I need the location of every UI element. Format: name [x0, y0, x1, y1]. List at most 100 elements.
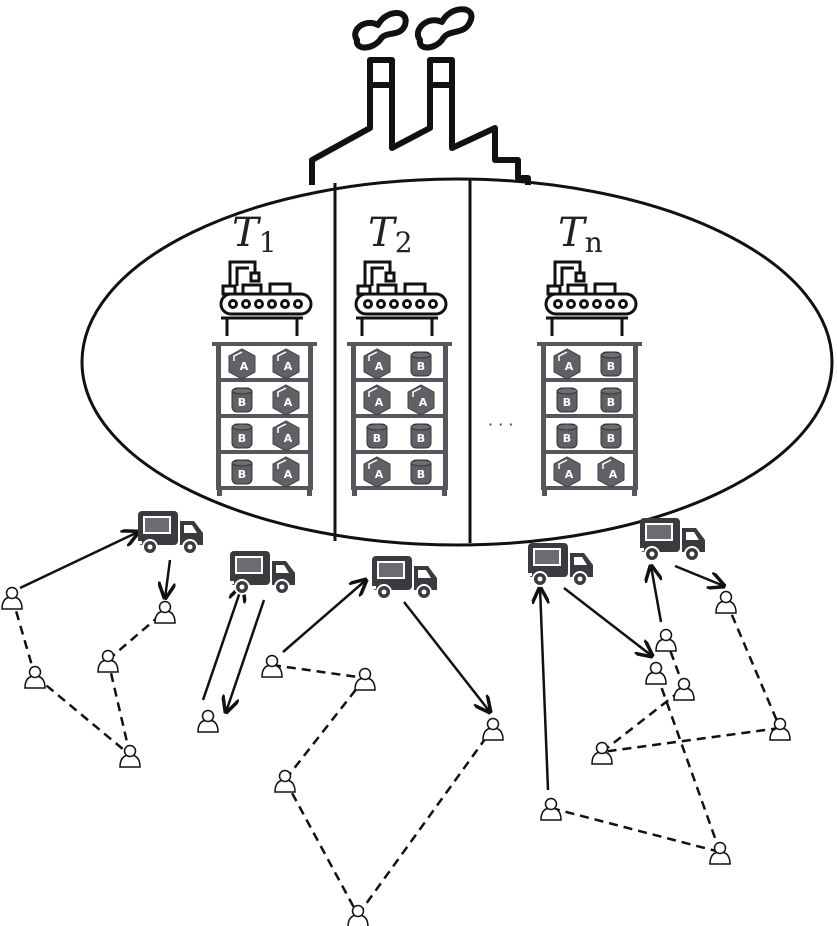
- box-item-a: A: [553, 348, 581, 380]
- customer-icon: [709, 841, 731, 865]
- delivery-arrow: [19, 532, 138, 590]
- route-segment: [550, 806, 721, 854]
- cylinder-item-b: B: [410, 351, 432, 377]
- cylinder-item-b: B: [600, 351, 622, 377]
- item-letter: B: [563, 396, 571, 409]
- route-segment: [724, 600, 782, 729]
- item-letter: A: [284, 468, 293, 481]
- cylinder-item-b: B: [600, 423, 622, 449]
- box-item-a: A: [553, 456, 581, 488]
- item-letter: B: [417, 468, 425, 481]
- customer-icon: [715, 590, 737, 614]
- box-item-a: A: [272, 348, 300, 380]
- route-segment: [601, 687, 685, 753]
- truck-icon: [228, 551, 295, 595]
- item-letter: B: [607, 432, 615, 445]
- customer-icon: [347, 904, 369, 926]
- customer-icon: [97, 649, 119, 673]
- box-item-a: A: [363, 384, 391, 416]
- route-segment: [34, 675, 131, 756]
- item-letter: B: [238, 396, 246, 409]
- customer-icon: [24, 665, 46, 689]
- box-item-a: A: [272, 456, 300, 488]
- line-label-1: T1: [232, 210, 277, 259]
- item-letter: B: [607, 396, 615, 409]
- route-segment: [271, 663, 366, 680]
- cylinder-item-b: B: [410, 423, 432, 449]
- delivery-arrow: [651, 566, 661, 623]
- item-letter: B: [238, 468, 246, 481]
- customer-icon: [354, 667, 376, 691]
- cylinder-item-b: B: [231, 459, 253, 485]
- delivery-arrow: [165, 559, 170, 598]
- cylinder-item-b: B: [410, 459, 432, 485]
- customer-icon: [119, 744, 141, 768]
- item-letter: A: [240, 360, 249, 373]
- item-letter: A: [375, 468, 384, 481]
- cylinder-item-b: B: [366, 423, 388, 449]
- delivery-arrow: [226, 599, 266, 712]
- route-segment: [283, 779, 360, 916]
- item-letter: B: [373, 432, 381, 445]
- item-letter: A: [565, 468, 574, 481]
- customer-icon: [673, 677, 695, 701]
- item-letter: B: [417, 360, 425, 373]
- route-segment: [10, 596, 37, 677]
- factory-boundary: [80, 177, 834, 547]
- customer-icon: [655, 628, 677, 652]
- item-letter: A: [284, 432, 293, 445]
- cylinder-item-b: B: [231, 387, 253, 413]
- item-letter: B: [238, 432, 246, 445]
- delivery-arrow: [282, 580, 366, 653]
- box-item-a: A: [407, 384, 435, 416]
- box-item-a: A: [272, 384, 300, 416]
- robot-conveyor-icon: [544, 260, 638, 336]
- item-letter: A: [419, 396, 428, 409]
- box-item-a: A: [228, 348, 256, 380]
- customer-icon: [261, 654, 283, 678]
- customer-icon: [540, 797, 562, 821]
- route-segment: [654, 671, 722, 853]
- customer-icon: [1, 586, 23, 610]
- line-label-n: Tn: [558, 210, 603, 259]
- truck-icon: [526, 543, 593, 587]
- cylinder-item-b: B: [600, 387, 622, 413]
- customer-icon: [274, 769, 296, 793]
- item-letter: B: [563, 432, 571, 445]
- truck-icon: [638, 518, 705, 562]
- cylinder-item-b: B: [231, 423, 253, 449]
- delivery-arrow: [540, 588, 548, 791]
- robot-conveyor-icon: [219, 260, 313, 336]
- line-label-2: T2: [368, 210, 413, 259]
- customer-icon: [645, 661, 667, 685]
- delivery-arrow: [201, 586, 242, 701]
- customer-icon: [154, 600, 176, 624]
- cylinder-item-b: B: [556, 387, 578, 413]
- ellipsis: · · ·: [488, 415, 513, 434]
- truck-icon: [136, 511, 203, 555]
- route-segment: [106, 659, 132, 756]
- robot-conveyor-icon: [354, 260, 448, 336]
- item-letter: A: [565, 360, 574, 373]
- customer-icon: [482, 717, 504, 741]
- delivery-arrow: [563, 587, 652, 656]
- item-letter: B: [607, 360, 615, 373]
- item-letter: A: [375, 396, 384, 409]
- box-item-a: A: [597, 456, 625, 488]
- customer-icon: [591, 741, 613, 765]
- production-line-1: A A B A B A B A: [212, 260, 317, 496]
- factory-icon: [309, 6, 531, 185]
- box-item-a: A: [272, 420, 300, 452]
- routes: [10, 532, 782, 916]
- delivery-arrow: [674, 564, 724, 586]
- route-segment: [284, 677, 366, 781]
- customer-icon: [769, 717, 791, 741]
- shelf: A A B A B A B A: [212, 342, 317, 496]
- item-letter: B: [417, 432, 425, 445]
- item-letter: A: [284, 396, 293, 409]
